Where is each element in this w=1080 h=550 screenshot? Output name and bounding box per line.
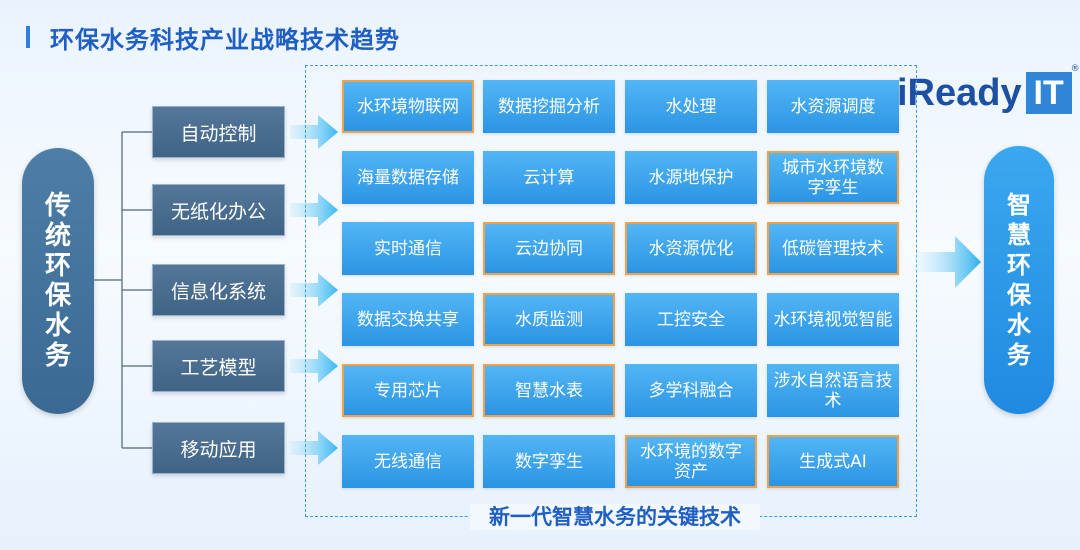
pill-char: 智 xyxy=(1007,191,1031,219)
tech-cell: 水资源调度 xyxy=(767,80,899,133)
logo-box: IT xyxy=(1025,72,1072,114)
bracket-connector xyxy=(94,131,152,449)
pill-char: 环 xyxy=(44,251,71,281)
tech-cell: 数据挖掘分析 xyxy=(483,80,615,133)
pill-char: 水 xyxy=(1007,311,1031,339)
pill-char: 水 xyxy=(44,311,71,341)
tech-cell: 云计算 xyxy=(483,151,615,204)
category-auto-control: 自动控制 xyxy=(152,106,285,158)
tech-cell: 多学科融合 xyxy=(625,364,757,417)
tech-cell: 低碳管理技术 xyxy=(767,222,899,275)
traditional-water-pill: 传 统 环 保 水 务 xyxy=(22,148,94,414)
tech-cell: 水质监测 xyxy=(483,293,615,346)
title-accent-bar xyxy=(26,26,30,48)
tech-cell: 无线通信 xyxy=(342,435,474,488)
tech-cell: 海量数据存储 xyxy=(342,151,474,204)
panel-caption: 新一代智慧水务的关键技术 xyxy=(470,504,760,530)
category-info-system: 信息化系统 xyxy=(152,264,285,316)
category-paperless-office: 无纸化办公 xyxy=(152,184,285,236)
arrow-right-icon xyxy=(290,193,338,227)
pill-char: 传 xyxy=(44,191,71,221)
pill-char: 统 xyxy=(44,221,71,251)
tech-cell: 数字孪生 xyxy=(483,435,615,488)
arrow-right-icon xyxy=(290,273,338,307)
tech-cell: 生成式AI xyxy=(767,435,899,488)
logo-registered-mark: ® xyxy=(1070,64,1080,74)
tech-cell: 水资源优化 xyxy=(625,222,757,275)
logo-text: iReady xyxy=(897,71,1022,114)
tech-cell: 城市水环境数字孪生 xyxy=(767,151,899,204)
tech-cell: 云边协同 xyxy=(483,222,615,275)
category-mobile-app: 移动应用 xyxy=(152,422,285,474)
tech-cell: 水环境的数字资产 xyxy=(625,435,757,488)
smart-water-pill: 智 慧 环 保 水 务 xyxy=(984,146,1054,414)
arrow-right-icon xyxy=(290,349,338,383)
big-arrow-right-icon xyxy=(915,236,981,288)
pill-char: 务 xyxy=(44,341,71,371)
tech-cell: 水环境物联网 xyxy=(342,80,474,133)
pill-char: 务 xyxy=(1007,341,1031,369)
arrow-right-icon xyxy=(290,115,338,149)
ready-it-logo: iReady IT ® xyxy=(897,64,1080,116)
tech-cell: 水处理 xyxy=(625,80,757,133)
tech-cell: 数据交换共享 xyxy=(342,293,474,346)
arrow-right-icon xyxy=(290,431,338,465)
tech-cell: 智慧水表 xyxy=(483,364,615,417)
pill-char: 保 xyxy=(1007,281,1031,309)
pill-char: 环 xyxy=(1007,251,1031,279)
tech-cell: 专用芯片 xyxy=(342,364,474,417)
pill-char: 保 xyxy=(44,281,71,311)
tech-cell: 水环境视觉智能 xyxy=(767,293,899,346)
tech-cell: 水源地保护 xyxy=(625,151,757,204)
category-process-model: 工艺模型 xyxy=(152,340,285,392)
page-title: 环保水务科技产业战略技术趋势 xyxy=(50,26,400,54)
pill-char: 慧 xyxy=(1007,221,1031,249)
tech-cell: 工控安全 xyxy=(625,293,757,346)
tech-cell: 涉水自然语言技术 xyxy=(767,364,899,417)
tech-cell: 实时通信 xyxy=(342,222,474,275)
